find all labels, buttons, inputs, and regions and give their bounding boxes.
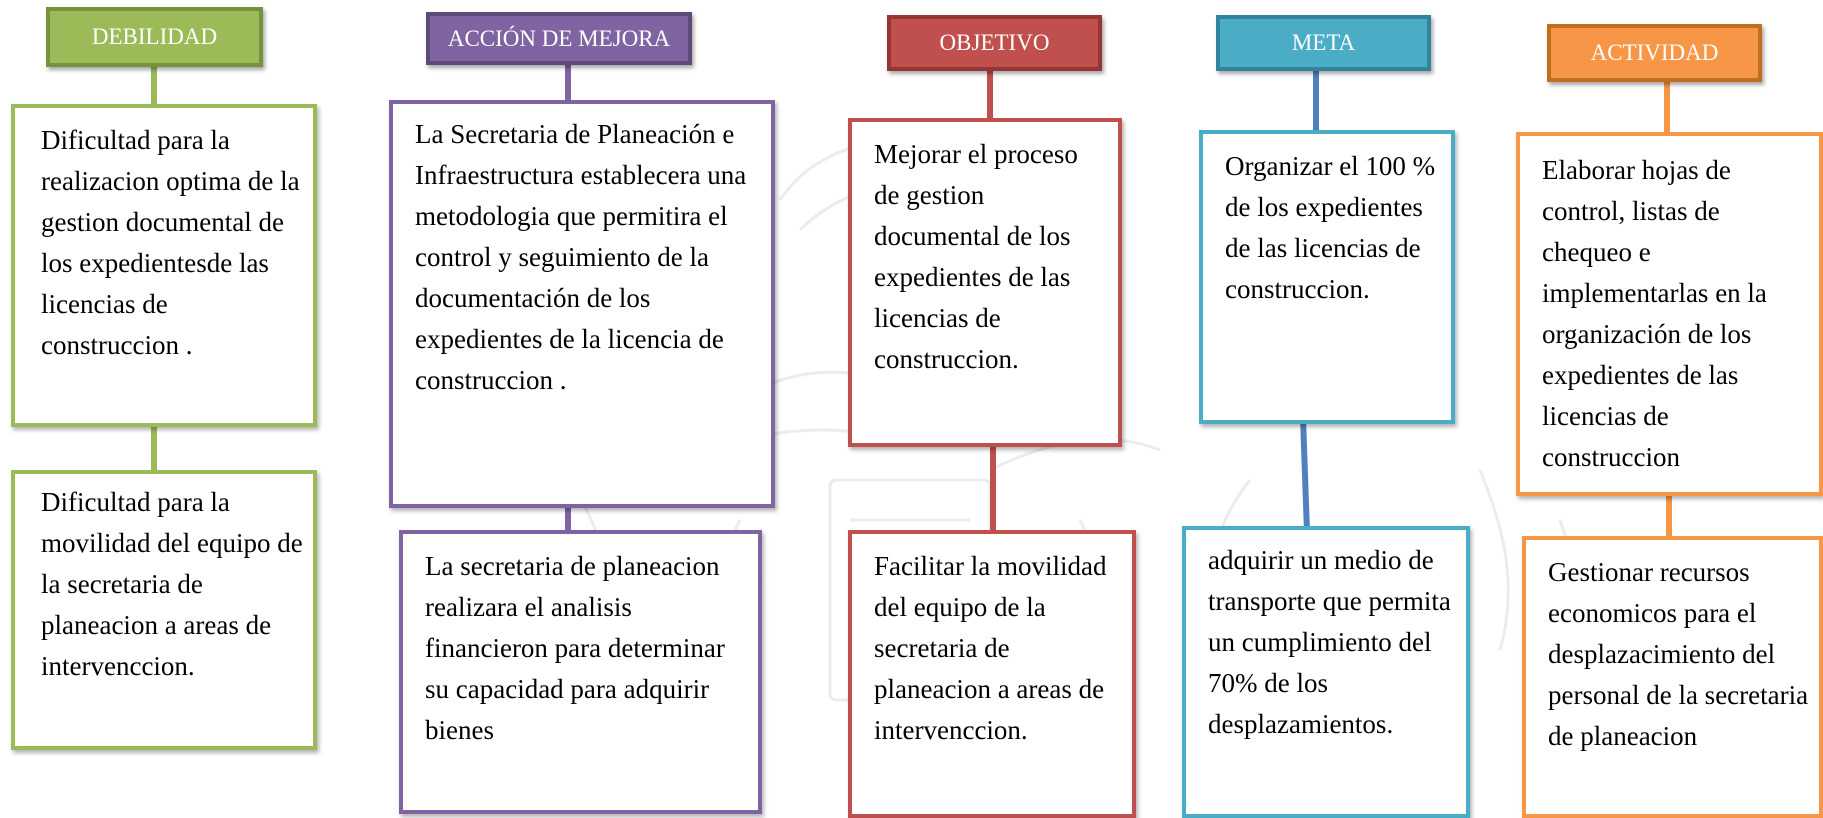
debilidad-box-2: Dificultad para la movilidad del equipo … xyxy=(11,470,317,750)
objetivo-text-1: Mejorar el proceso de gestion documental… xyxy=(874,139,1078,374)
actividad-box-1: Elaborar hojas de control, listas de che… xyxy=(1516,132,1823,496)
meta-text-2: adquirir un medio de transporte que perm… xyxy=(1208,545,1451,739)
header-debilidad: DEBILIDAD xyxy=(46,7,263,67)
header-accion-de-mejora: ACCIÓN DE MEJORA xyxy=(426,12,692,65)
connector-accion-lower xyxy=(565,506,571,532)
connector-actividad-lower xyxy=(1666,494,1672,538)
meta-text-1: Organizar el 100 % de los expedientes de… xyxy=(1225,151,1436,304)
accion-text-2: La secretaria de planeacion realizara el… xyxy=(425,551,725,745)
meta-box-2: adquirir un medio de transporte que perm… xyxy=(1182,526,1470,818)
header-meta: META xyxy=(1216,15,1431,71)
connector-actividad xyxy=(1664,82,1670,134)
header-objetivo: OBJETIVO xyxy=(887,15,1102,71)
connector-objetivo xyxy=(987,58,993,122)
connector-debilidad xyxy=(151,56,157,108)
debilidad-text-2: Dificultad para la movilidad del equipo … xyxy=(41,487,303,681)
meta-box-1: Organizar el 100 % de los expedientes de… xyxy=(1199,130,1455,424)
accion-box-2: La secretaria de planeacion realizara el… xyxy=(399,530,762,814)
connector-accion xyxy=(565,58,571,102)
header-actividad: ACTIVIDAD xyxy=(1547,24,1762,82)
actividad-text-1: Elaborar hojas de control, listas de che… xyxy=(1542,155,1767,472)
actividad-box-2: Gestionar recursos economicos para el de… xyxy=(1522,536,1823,818)
connector-meta xyxy=(1313,60,1319,132)
objetivo-box-1: Mejorar el proceso de gestion documental… xyxy=(848,118,1122,447)
objetivo-box-2: Facilitar la movilidad del equipo de la … xyxy=(848,530,1136,818)
connector-debilidad-lower xyxy=(151,425,157,473)
accion-box-1: La Secretaria de Planeación e Infraestru… xyxy=(389,100,775,508)
objetivo-text-2: Facilitar la movilidad del equipo de la … xyxy=(874,551,1107,745)
debilidad-text-1: Dificultad para la realizacion optima de… xyxy=(41,125,300,360)
connector-objetivo-lower xyxy=(990,444,996,532)
debilidad-box-1: Dificultad para la realizacion optima de… xyxy=(11,104,317,427)
accion-text-1: La Secretaria de Planeación e Infraestru… xyxy=(415,119,747,395)
actividad-text-2: Gestionar recursos economicos para el de… xyxy=(1548,557,1809,751)
